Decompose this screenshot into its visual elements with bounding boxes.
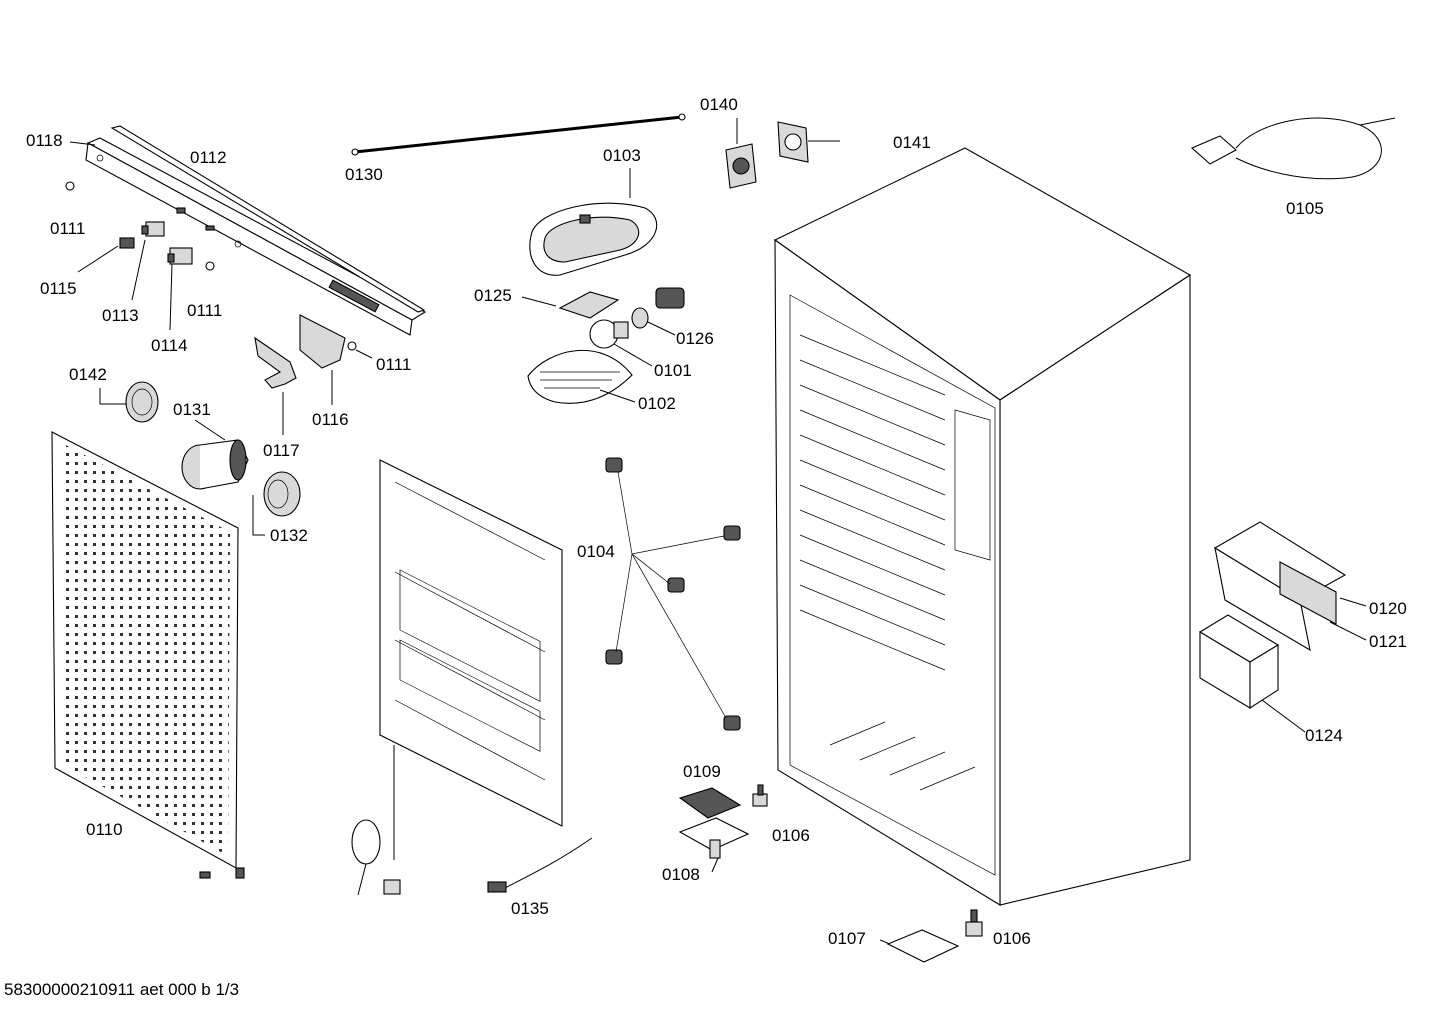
label-0121: 0121 xyxy=(1369,632,1407,651)
part-0141 xyxy=(777,121,809,163)
part-0113 xyxy=(141,221,165,237)
part-0108 xyxy=(678,817,750,859)
label-0109: 0109 xyxy=(683,762,721,781)
fridge-cabinet xyxy=(773,147,1192,906)
part-0142 xyxy=(125,381,159,423)
label-0105: 0105 xyxy=(1286,199,1324,218)
label-0124: 0124 xyxy=(1305,726,1343,745)
part-0130 xyxy=(354,115,683,154)
part-0124 xyxy=(1198,614,1280,710)
part-0109 xyxy=(678,787,742,819)
part-0140 xyxy=(725,143,757,189)
part-0106-b xyxy=(965,909,983,937)
part-0102 xyxy=(527,349,633,404)
part-0126 xyxy=(631,287,685,329)
label-0140: 0140 xyxy=(700,95,738,114)
label-0115: 0115 xyxy=(40,279,77,298)
part-0107 xyxy=(886,929,960,963)
label-0111-b: 0111 xyxy=(187,301,222,320)
part-0103 xyxy=(529,202,658,276)
label-0106-a: 0106 xyxy=(772,826,810,845)
label-0111-c: 0111 xyxy=(376,355,411,374)
label-0131: 0131 xyxy=(173,400,211,419)
label-0106-b: 0106 xyxy=(993,929,1031,948)
label-0107: 0107 xyxy=(828,929,866,948)
label-0142: 0142 xyxy=(69,365,107,384)
part-0105-cord xyxy=(1190,117,1396,180)
label-0114: 0114 xyxy=(151,336,188,355)
part-0120 xyxy=(1213,521,1347,652)
label-0130: 0130 xyxy=(345,165,383,184)
label-0101: 0101 xyxy=(654,361,692,380)
label-0116: 0116 xyxy=(312,410,349,429)
label-0108: 0108 xyxy=(662,865,700,884)
label-0141: 0141 xyxy=(893,133,931,152)
label-0104: 0104 xyxy=(577,542,615,561)
label-0111-a: 0111 xyxy=(50,219,85,238)
part-0106-a xyxy=(752,784,768,807)
part-0111-c xyxy=(347,341,357,351)
top-bar-part xyxy=(85,125,427,336)
part-0104-clips xyxy=(605,457,741,731)
part-0110-panel xyxy=(51,431,245,879)
part-0101 xyxy=(589,319,629,349)
label-0110: 0110 xyxy=(86,820,123,839)
label-0125: 0125 xyxy=(474,286,512,305)
part-0114 xyxy=(167,247,193,265)
label-0117: 0117 xyxy=(263,441,300,460)
part-0116 xyxy=(299,314,346,369)
label-0103: 0103 xyxy=(603,146,641,165)
label-0118: 0118 xyxy=(26,131,63,150)
document-footer-code: 58300000210911 aet 000 b 1/3 xyxy=(4,980,240,999)
part-0132 xyxy=(263,471,301,517)
label-0102: 0102 xyxy=(638,394,676,413)
part-0111-a xyxy=(65,181,75,191)
label-0120: 0120 xyxy=(1369,599,1407,618)
part-evaporator-panel xyxy=(351,459,563,896)
part-0115 xyxy=(119,237,135,249)
part-0125 xyxy=(558,291,620,319)
label-0113: 0113 xyxy=(102,306,139,325)
label-0126: 0126 xyxy=(676,329,714,348)
part-0117 xyxy=(254,336,297,389)
part-0135 xyxy=(487,837,593,893)
part-0131 xyxy=(181,439,249,490)
label-0132: 0132 xyxy=(270,526,308,545)
label-0112: 0112 xyxy=(190,148,227,167)
part-0111-b xyxy=(205,261,215,271)
label-0135: 0135 xyxy=(511,899,549,918)
